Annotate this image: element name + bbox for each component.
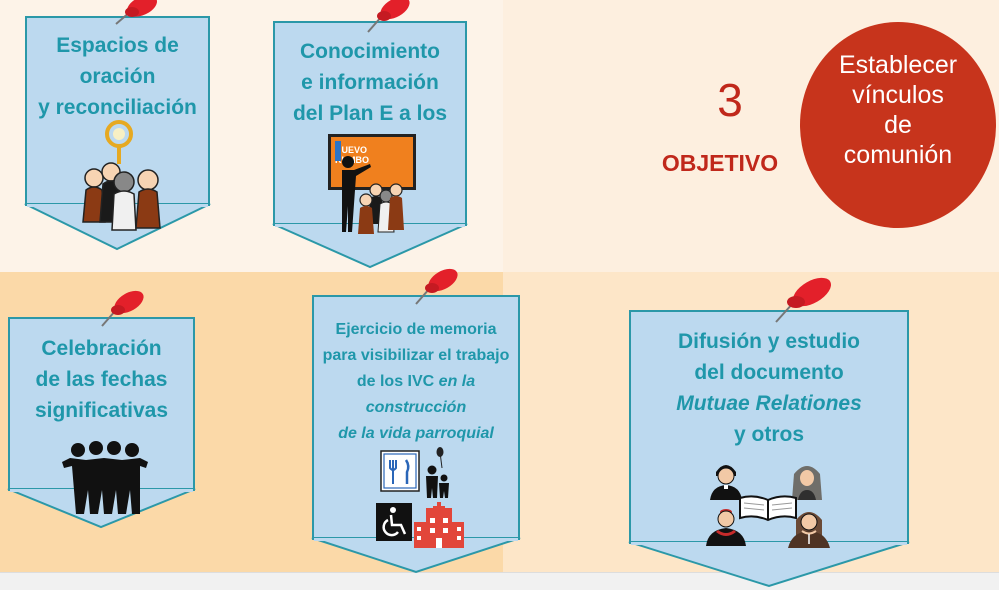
circle-line-4: comunión [843,141,953,169]
card-difusion-line-3: Mutuae Relationes [676,392,862,415]
circle-line-2: vínculos [852,81,944,109]
group-embrace-icon [62,441,148,514]
open-book-icon [739,495,797,522]
wheelchair-icon [376,503,412,541]
card-memoria-line-4: construcción [365,399,467,416]
card-memoria: Ejercicio de memoria para visibilizar el… [312,295,520,540]
pushpin-icon [101,290,144,327]
pushpin-icon [115,0,157,25]
card-difusion-line-4: y otros [733,423,804,446]
monstrance-worshippers-icon [82,120,161,231]
card-memoria-line-5: de la vida parroquial [338,425,494,442]
card-memoria-line-2: para visibilizar el trabajo [322,347,510,364]
hospital-icon [414,502,464,548]
objective-number: 3 [717,74,743,126]
presentation-audience-icon: NUEVO RUMBO [326,134,416,238]
monk-icon [788,512,830,548]
card-conocimiento-line-1: Conocimiento [300,40,440,63]
circle-line-1: Establecer [838,51,958,79]
pushpin-icon [367,0,410,33]
card-difusion-line-2: del documento [694,361,844,384]
card-difusion-tip [628,541,910,588]
card-memoria-line-1: Ejercicio de memoria [335,321,497,338]
pushpin-icon [775,277,831,323]
nun-icon [792,466,822,500]
card-memoria-line-3-italic: en la [438,373,476,390]
card-espacios: Espacios de oración y reconciliación [25,16,210,206]
card-memoria-line-3: de los IVC en la [314,369,518,395]
card-celebracion-line-3: significativas [34,399,169,422]
priest-icon [710,465,742,500]
objective-circle: Establecer vínculos de comunión [800,22,996,228]
circle-line-3: de [884,111,912,139]
pushpin-icon [415,268,458,305]
card-celebracion-line-2: de las fechas [35,368,168,391]
card-memoria-line-3-normal: de los IVC [356,373,435,390]
objective-label: OBJETIVO [661,150,779,176]
card-espacios-line-2: oración [79,65,156,88]
card-espacios-line-1: Espacios de [56,34,179,57]
card-conocimiento: Conocimiento e información del Plan E a … [273,21,467,226]
card-conocimiento-line-2: e información [301,71,439,94]
card-difusion-line-1: Difusión y estudio [677,330,860,353]
family-icon [426,447,449,498]
card-celebracion-line-1: Celebración [41,337,162,360]
card-espacios-line-3: y reconciliación [38,96,197,119]
food-service-icon [380,450,420,492]
bishop-icon [706,509,746,546]
